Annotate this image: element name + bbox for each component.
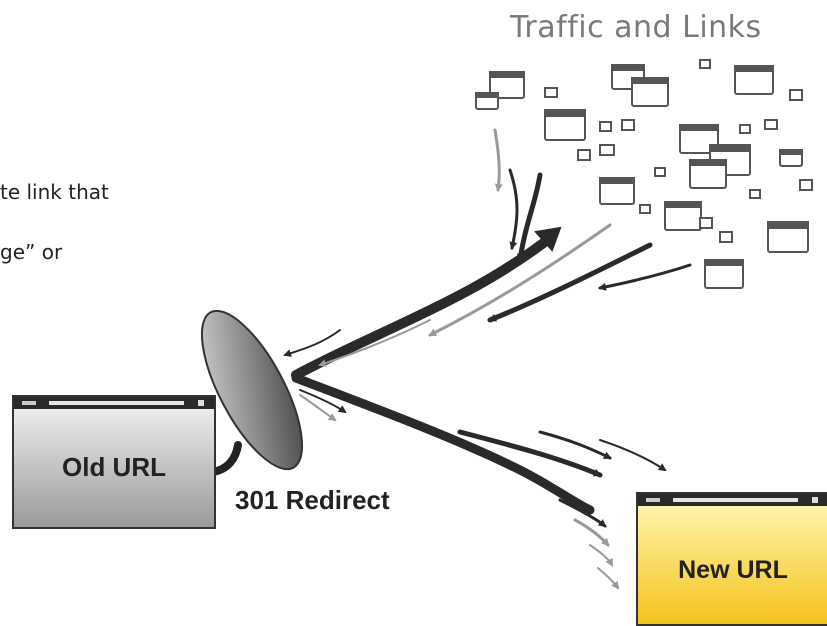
page-icon: [577, 149, 591, 161]
page-icon: [475, 92, 499, 110]
page-icon: [631, 77, 669, 107]
page-icon: [739, 124, 751, 134]
page-icon: [704, 259, 744, 289]
outgoing-arrow: [299, 389, 347, 414]
thick-outgoing-arrow: [291, 373, 595, 515]
page-icon: [749, 189, 761, 199]
incoming-arrow: [428, 223, 612, 337]
page-icons-cluster: [475, 59, 813, 289]
page-icon: [789, 89, 803, 101]
page-icon: [764, 119, 778, 130]
outgoing-arrow: [538, 430, 612, 460]
incoming-arrow: [283, 329, 341, 357]
cropped-text-line-1: te link that: [0, 180, 109, 204]
page-icon: [689, 159, 727, 189]
incoming-arrow: [318, 319, 431, 367]
new-url-label: New URL: [678, 556, 788, 584]
page-icon: [699, 217, 713, 229]
incoming-arrows: [283, 128, 692, 380]
outgoing-arrow: [599, 439, 667, 472]
cropped-text-line-2: ge” or: [0, 240, 63, 264]
browser-title-bar: [14, 397, 214, 409]
thick-incoming-arrow: [291, 233, 555, 380]
page-icon: [779, 149, 803, 167]
traffic-heading: Traffic and Links: [510, 10, 762, 45]
page-icon: [599, 177, 635, 205]
incoming-arrow: [598, 263, 692, 291]
incoming-arrow: [508, 168, 519, 250]
address-bar: [49, 401, 184, 405]
page-icon: [664, 201, 702, 231]
outgoing-arrow: [299, 394, 337, 422]
thick-incoming-arrow-head: [534, 226, 562, 252]
outgoing-arrow: [457, 429, 603, 478]
incoming-arrow: [493, 128, 503, 192]
page-icon: [799, 179, 813, 191]
page-icon: [489, 71, 525, 99]
page-icon: [599, 121, 612, 132]
outgoing-arrow: [573, 518, 610, 547]
redirect-label: 301 Redirect: [235, 485, 390, 515]
page-icon: [699, 59, 711, 69]
page-icon: [679, 124, 719, 154]
page-icon: [544, 109, 586, 141]
page-icon: [767, 221, 809, 253]
old-url-label: Old URL: [62, 452, 166, 482]
page-icon: [734, 65, 774, 95]
page-icon: [639, 204, 651, 214]
outgoing-arrow: [558, 498, 607, 528]
address-bar: [673, 498, 798, 502]
incoming-arrow: [516, 172, 543, 263]
page-icon: [544, 87, 558, 98]
page-icon: [654, 167, 666, 177]
new-url-box: New URL: [636, 492, 827, 626]
page-icon: [719, 231, 733, 243]
dish-reflector: [200, 309, 304, 471]
outgoing-arrow: [589, 544, 613, 567]
old-url-box: Old URL: [12, 395, 216, 529]
incoming-arrow: [487, 242, 653, 323]
browser-title-bar: [638, 494, 827, 506]
page-icon: [599, 144, 615, 156]
outgoing-arrow: [597, 567, 620, 590]
outgoing-arrows: [291, 373, 667, 590]
page-icon: [621, 119, 635, 131]
